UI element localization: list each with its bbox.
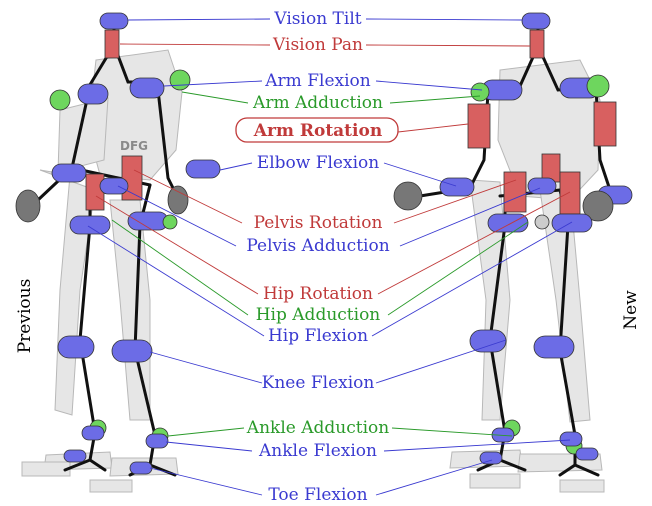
previous-robot-logo: DFG	[120, 139, 148, 153]
new-robot-actuators	[394, 13, 632, 464]
new-robot	[394, 13, 632, 492]
leader-line-arm-adduction-a	[182, 92, 248, 103]
leader-line-elbow-flexion-b	[384, 163, 456, 186]
leader-line-arm-rotation-a	[398, 124, 468, 132]
leader-line-vision-pan-a	[120, 44, 270, 45]
leader-line-vision-tilt-a	[128, 19, 270, 20]
label-arm-adduction: Arm Adduction	[252, 93, 383, 113]
leader-line-ankle-flexion-b	[384, 440, 570, 451]
label-pelvis-adduction: Pelvis Adduction	[246, 236, 389, 256]
label-toe-flexion: Toe Flexion	[268, 485, 367, 505]
leader-line-toe-flexion-a	[150, 468, 262, 495]
leader-line-vision-tilt-b	[366, 19, 522, 20]
label-elbow-flexion: Elbow Flexion	[257, 153, 379, 173]
leader-line-hip-flexion-b	[372, 222, 572, 336]
leader-line-hip-flexion-a	[88, 226, 264, 336]
leader-line-ankle-flexion-a	[166, 442, 252, 451]
leader-line-ankle-adduction-a	[168, 428, 244, 436]
label-ankle-adduction: Ankle Adduction	[246, 418, 389, 438]
leader-line-arm-flexion-b	[376, 81, 482, 90]
leader-line-arm-adduction-b	[390, 96, 480, 103]
joint-labels: Vision Tilt Vision Pan Arm Flexion Arm A…	[246, 9, 390, 505]
label-ankle-flexion: Ankle Flexion	[258, 441, 377, 461]
label-arm-rotation: Arm Rotation	[253, 121, 382, 141]
leader-line-vision-pan-b	[366, 45, 530, 46]
leader-line-knee-flexion-a	[150, 352, 262, 383]
label-vision-tilt: Vision Tilt	[273, 9, 361, 29]
label-arm-flexion: Arm Flexion	[264, 71, 370, 91]
label-hip-flexion: Hip Flexion	[268, 326, 368, 346]
label-hip-adduction: Hip Adduction	[256, 305, 381, 325]
label-pelvis-rotation: Pelvis Rotation	[254, 213, 383, 233]
new-caption: New	[621, 290, 641, 330]
label-knee-flexion: Knee Flexion	[262, 373, 375, 393]
label-hip-rotation: Hip Rotation	[263, 284, 373, 304]
label-vision-pan: Vision Pan	[272, 35, 363, 55]
previous-caption: Previous	[15, 279, 35, 354]
leader-line-elbow-flexion-a	[220, 163, 252, 170]
